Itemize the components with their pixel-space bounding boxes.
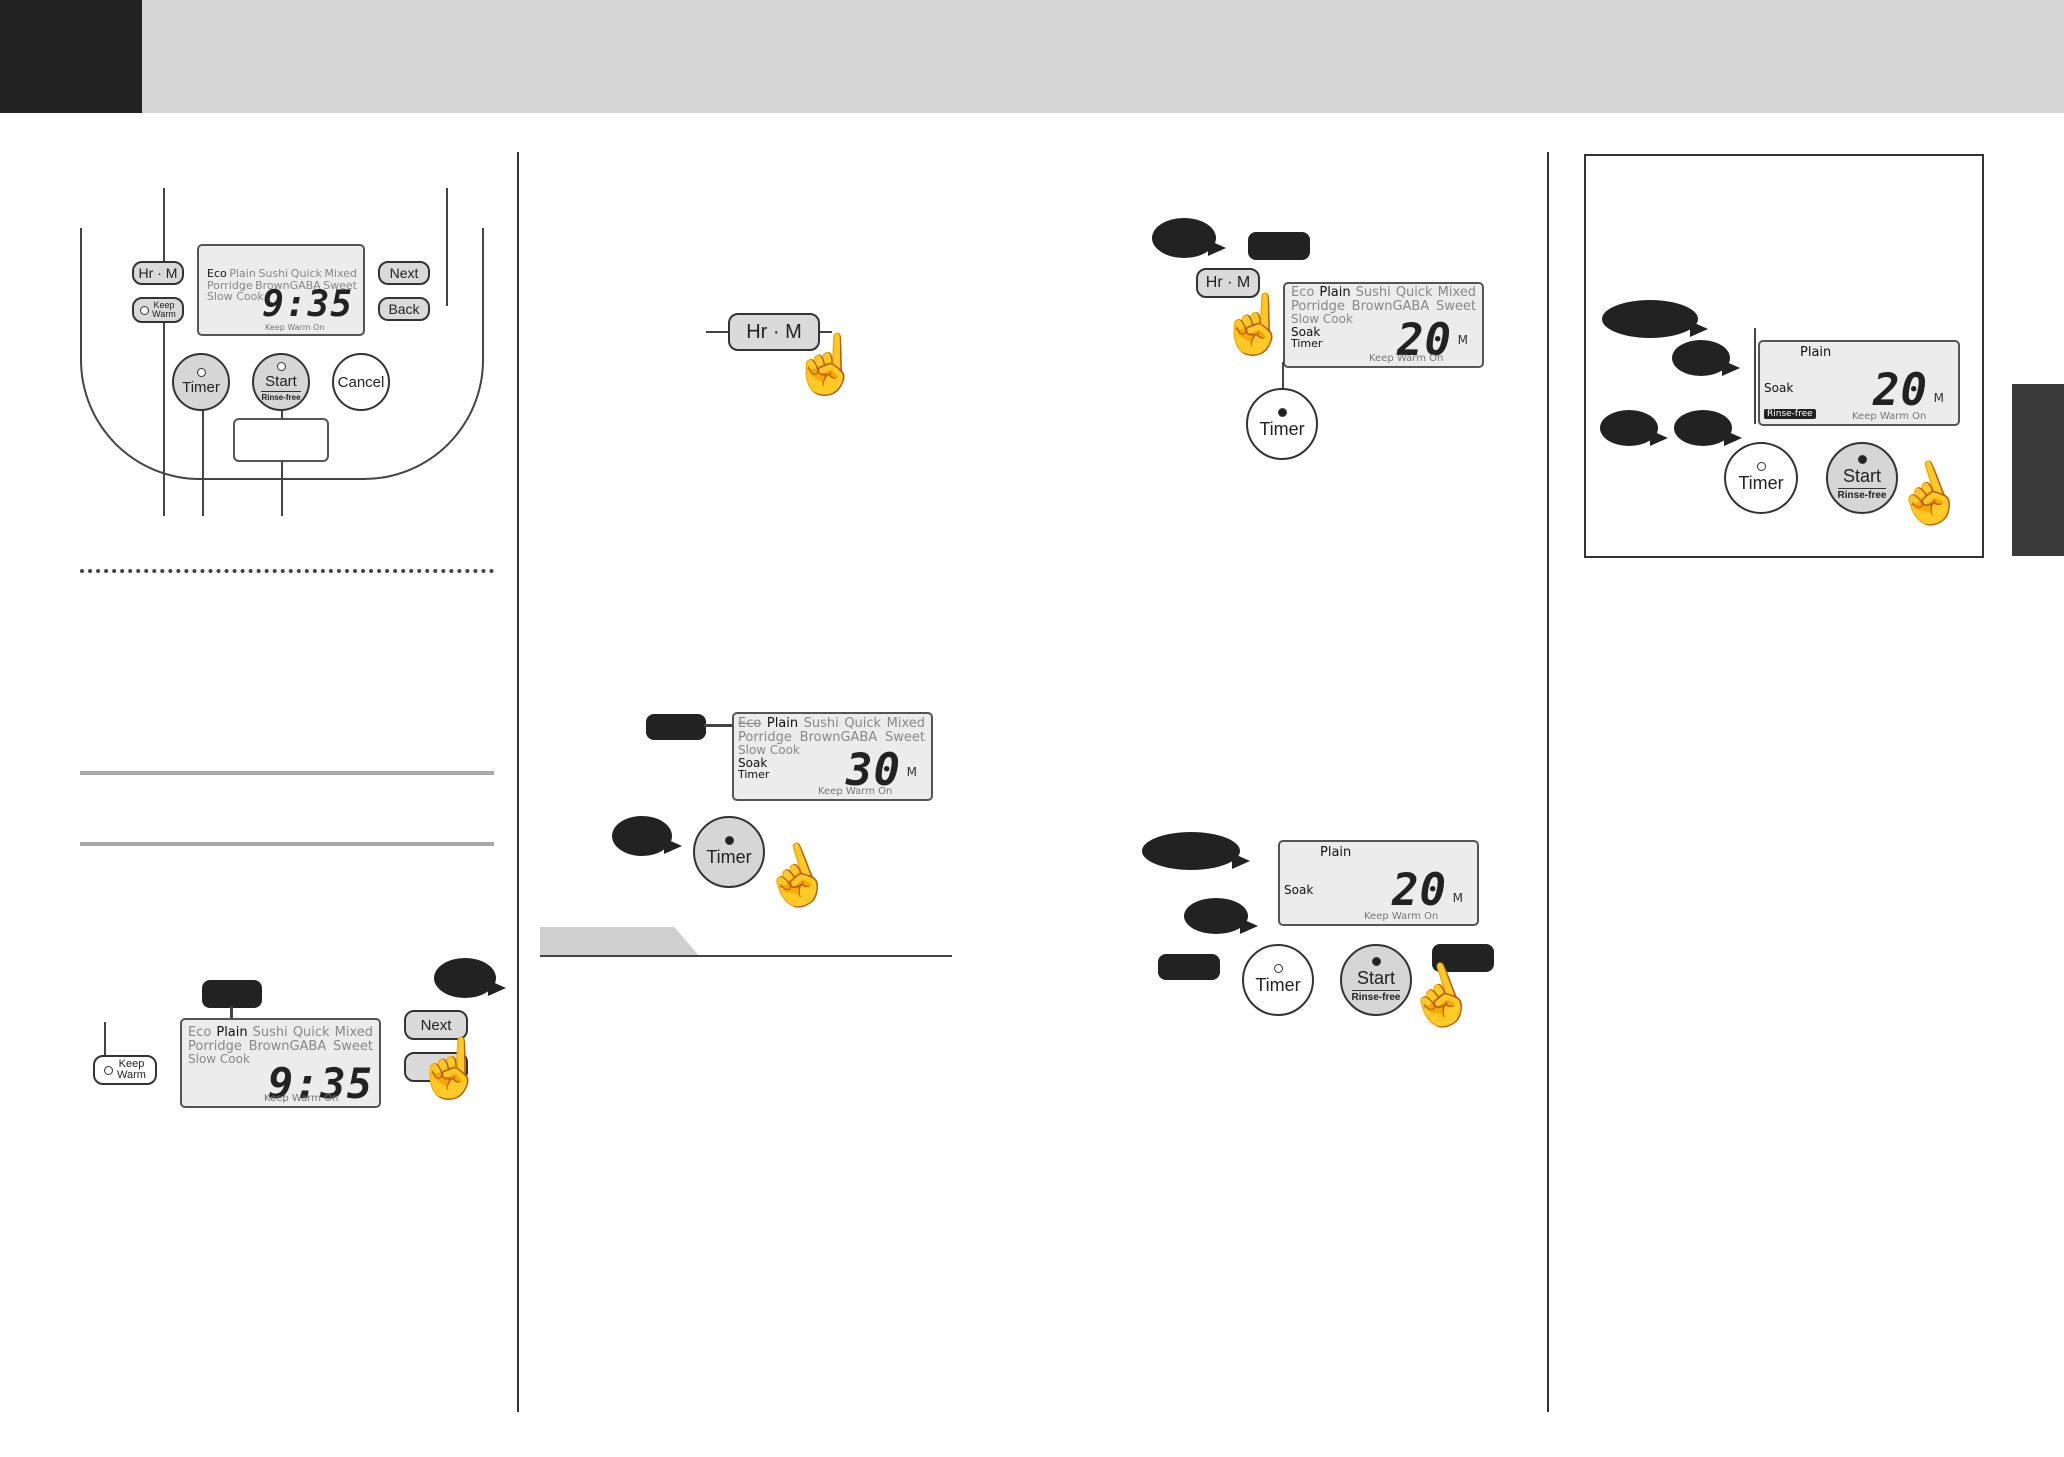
timer-button[interactable]: Timer bbox=[1242, 944, 1314, 1016]
section-divider bbox=[80, 771, 494, 775]
step-label-box bbox=[1158, 954, 1220, 980]
hand-pointer-icon: ☝ bbox=[790, 332, 863, 397]
column-divider bbox=[517, 152, 519, 1412]
dotted-divider bbox=[80, 569, 494, 573]
callout-line bbox=[163, 188, 165, 278]
section-divider bbox=[80, 842, 494, 846]
timer-led bbox=[1277, 408, 1287, 417]
cancel-button[interactable]: Cancel bbox=[332, 353, 390, 411]
timer-button[interactable]: Timer bbox=[172, 353, 230, 411]
hr-m-button[interactable]: Hr · M bbox=[1196, 268, 1260, 298]
speech-bubble bbox=[1602, 300, 1708, 338]
step-label-box bbox=[646, 714, 706, 740]
callout-line bbox=[1754, 328, 1756, 424]
speech-bubble bbox=[612, 816, 682, 856]
side-tab bbox=[2012, 384, 2064, 556]
start-led bbox=[1857, 455, 1867, 464]
back-button[interactable] bbox=[404, 1052, 468, 1082]
rinse-free-indicator: Rinse-free bbox=[1764, 406, 1816, 420]
next-button[interactable]: Next bbox=[378, 261, 430, 285]
timer-button[interactable]: Timer bbox=[1724, 442, 1798, 514]
speech-bubble bbox=[434, 958, 506, 998]
column-divider bbox=[1547, 152, 1549, 1412]
note-tab bbox=[540, 927, 700, 957]
keep-warm-led bbox=[104, 1065, 114, 1075]
timer-led bbox=[724, 836, 734, 845]
next-button[interactable]: Next bbox=[404, 1010, 468, 1040]
header-box bbox=[0, 0, 142, 113]
callout-line bbox=[1282, 362, 1284, 394]
hr-m-button[interactable]: Hr · M bbox=[132, 261, 184, 285]
keep-warm-led bbox=[140, 305, 150, 315]
step-label-box bbox=[1248, 232, 1310, 260]
timer-button[interactable]: Timer bbox=[1246, 388, 1318, 460]
speech-bubble bbox=[1600, 410, 1668, 446]
lcd-display: Plain Soak 20 M Keep Warm On bbox=[1278, 840, 1479, 926]
timer-led bbox=[196, 368, 206, 377]
start-led bbox=[1371, 957, 1381, 966]
hand-pointer-icon: ☝ bbox=[1218, 292, 1291, 357]
callout-line bbox=[104, 1022, 106, 1060]
callout-line bbox=[706, 331, 734, 333]
callout-line bbox=[816, 331, 832, 333]
speech-bubble bbox=[1184, 898, 1258, 934]
hand-pointer-icon: ☝ bbox=[414, 1036, 487, 1101]
speech-bubble bbox=[1152, 218, 1226, 258]
step-label-box bbox=[202, 980, 262, 1008]
callout-line bbox=[202, 400, 204, 516]
callout-line bbox=[230, 1006, 233, 1024]
timer-button[interactable]: Timer bbox=[693, 816, 765, 888]
callout-line bbox=[446, 188, 448, 306]
callout-line bbox=[163, 320, 165, 516]
speech-bubble bbox=[1672, 340, 1740, 376]
header-bar bbox=[0, 0, 2064, 113]
hr-m-button[interactable]: Hr · M bbox=[728, 313, 820, 351]
lcd-display: Plain Soak 20 M Rinse-free Keep Warm On bbox=[1758, 340, 1960, 426]
speech-bubble bbox=[1674, 410, 1742, 446]
note-rule bbox=[540, 955, 952, 957]
lid-release bbox=[233, 418, 329, 462]
timer-led bbox=[1273, 964, 1283, 973]
step-label-box bbox=[1432, 944, 1494, 972]
timer-led bbox=[1756, 462, 1766, 471]
hand-pointer-icon: ☝ bbox=[750, 833, 841, 920]
speech-bubble bbox=[1142, 832, 1250, 870]
start-led bbox=[276, 362, 286, 371]
callout-line bbox=[704, 724, 738, 727]
back-button[interactable]: Back bbox=[378, 297, 430, 321]
